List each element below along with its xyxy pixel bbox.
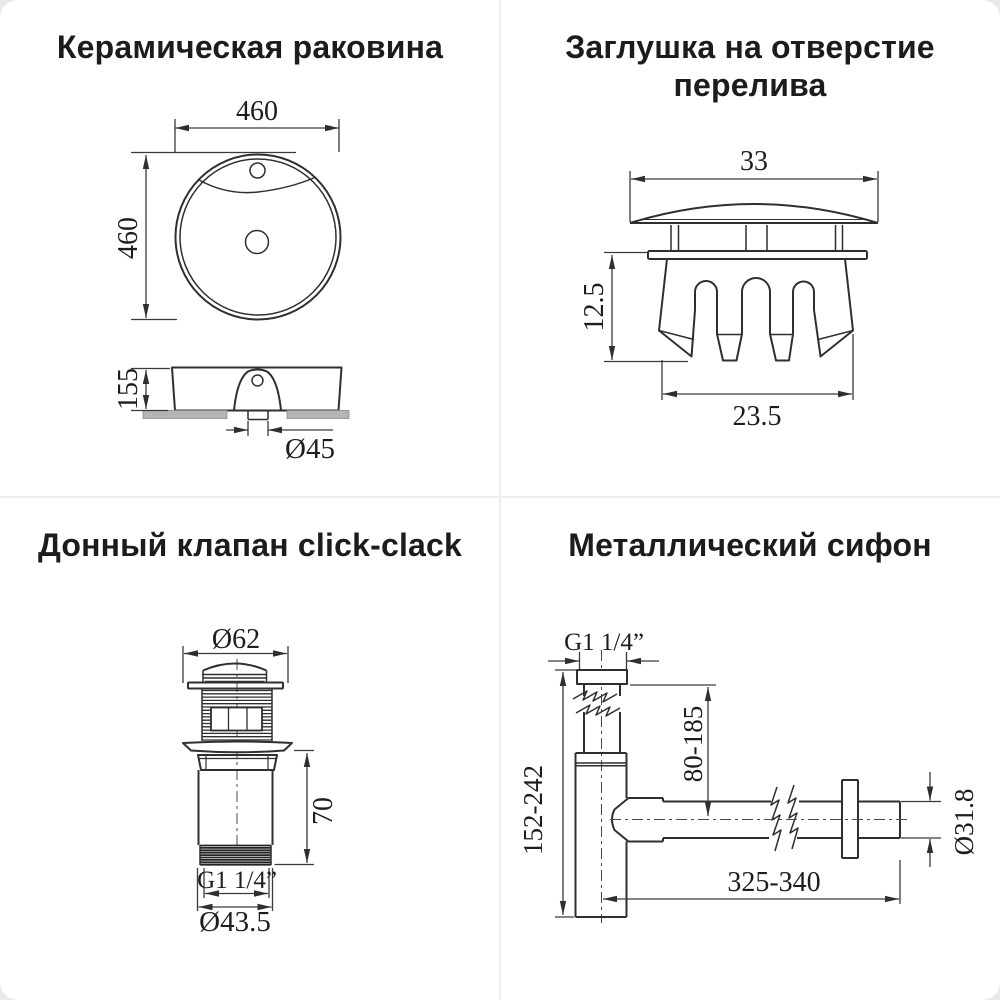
plug-panel-title: Заглушка на отверстие перелива	[500, 28, 1000, 104]
inlet-nut	[576, 669, 628, 685]
plug-body	[629, 203, 879, 362]
overflow-plug-drawing: 33 12.5 23.5	[579, 146, 879, 432]
dim-valve-thread: G1 1/4”	[197, 867, 277, 894]
siphon-panel-title: Металлический сифон	[568, 527, 932, 563]
valve-panel-title: Донный клапан click-clack	[37, 527, 463, 563]
vertical-divider	[499, 0, 501, 1000]
dim-plug-cap-width: 33	[740, 146, 768, 177]
dim-siphon-inlet-thread: G1 1/4”	[564, 629, 644, 656]
dim-sink-width: 460	[236, 96, 278, 127]
base-pad-left	[142, 410, 228, 419]
outlet-pipe	[663, 800, 901, 839]
sink-side-view	[142, 366, 350, 421]
pipe-break-upper	[572, 690, 618, 703]
inlet-pipe	[583, 684, 621, 753]
snap-legs	[658, 258, 854, 362]
dim-plug-insert-width: 23.5	[733, 401, 782, 432]
siphon-dimensions: 152-242 80-185 Ø31.8 325-340	[518, 669, 979, 918]
overflow-window	[210, 706, 263, 732]
dim-valve-cap-diameter: Ø62	[212, 624, 260, 655]
siphon-inlet-dimension: G1 1/4”	[548, 629, 659, 670]
sink-top-view	[174, 153, 342, 321]
valve-height-dimension: 70	[274, 749, 339, 866]
click-clack-valve-drawing: Ø62	[182, 624, 339, 938]
dim-sink-drain: Ø45	[285, 433, 335, 465]
dim-sink-side-height: 155	[113, 368, 144, 410]
siphon-drawing: G1 1/4”	[518, 629, 979, 923]
valve-thread-dimensions: G1 1/4” Ø43.5	[196, 867, 277, 938]
dim-sink-height: 460	[113, 217, 144, 259]
plug-title-line1: Заглушка на отверстие	[565, 29, 935, 65]
overflow-ledge-curve	[198, 176, 317, 194]
valve-tube	[197, 770, 274, 845]
drain-outlet	[247, 410, 269, 421]
faucet-hole	[249, 162, 266, 179]
faucet-deck	[233, 368, 282, 411]
pipe-break-lower	[575, 704, 621, 717]
valve-cap-dimension: Ø62	[182, 624, 289, 683]
pipe-break-left	[770, 786, 782, 852]
dim-valve-body-height: 70	[308, 797, 339, 825]
sink-side-dimensions: 155 Ø45	[113, 367, 335, 465]
drain-hole	[244, 229, 270, 255]
dim-siphon-inlet-height: 80-185	[678, 706, 708, 783]
horizontal-divider	[0, 496, 1000, 498]
dim-valve-thread-diameter: Ø43.5	[199, 906, 271, 938]
seat-flange	[182, 740, 293, 754]
base-pad-right	[286, 410, 350, 419]
valve-body	[182, 659, 293, 866]
plug-insert-dimensions: 12.5 23.5	[579, 251, 854, 432]
sink-drawing: 460 460 155	[113, 96, 350, 465]
pipe-break-right	[787, 784, 799, 850]
dim-plug-insert-height: 12.5	[579, 283, 610, 332]
dim-siphon-outlet-length: 325-340	[727, 867, 820, 898]
lower-thread	[200, 844, 271, 866]
dim-siphon-outlet-diameter: Ø31.8	[949, 789, 979, 856]
push-cap	[202, 662, 267, 672]
plug-title-line2: перелива	[673, 67, 827, 103]
barb-creases	[658, 329, 854, 341]
sink-dimensions: 460 460	[113, 96, 340, 321]
dim-siphon-total-height: 152-242	[518, 765, 548, 855]
sink-panel-title: Керамическая раковина	[56, 29, 444, 65]
bottle-body	[574, 752, 628, 918]
top-flange	[187, 681, 284, 690]
plug-cap-dimension: 33	[629, 146, 879, 222]
lock-collar	[197, 754, 278, 771]
plug-flange	[647, 250, 868, 260]
cap-stems	[670, 225, 844, 251]
siphon-body	[572, 650, 907, 923]
